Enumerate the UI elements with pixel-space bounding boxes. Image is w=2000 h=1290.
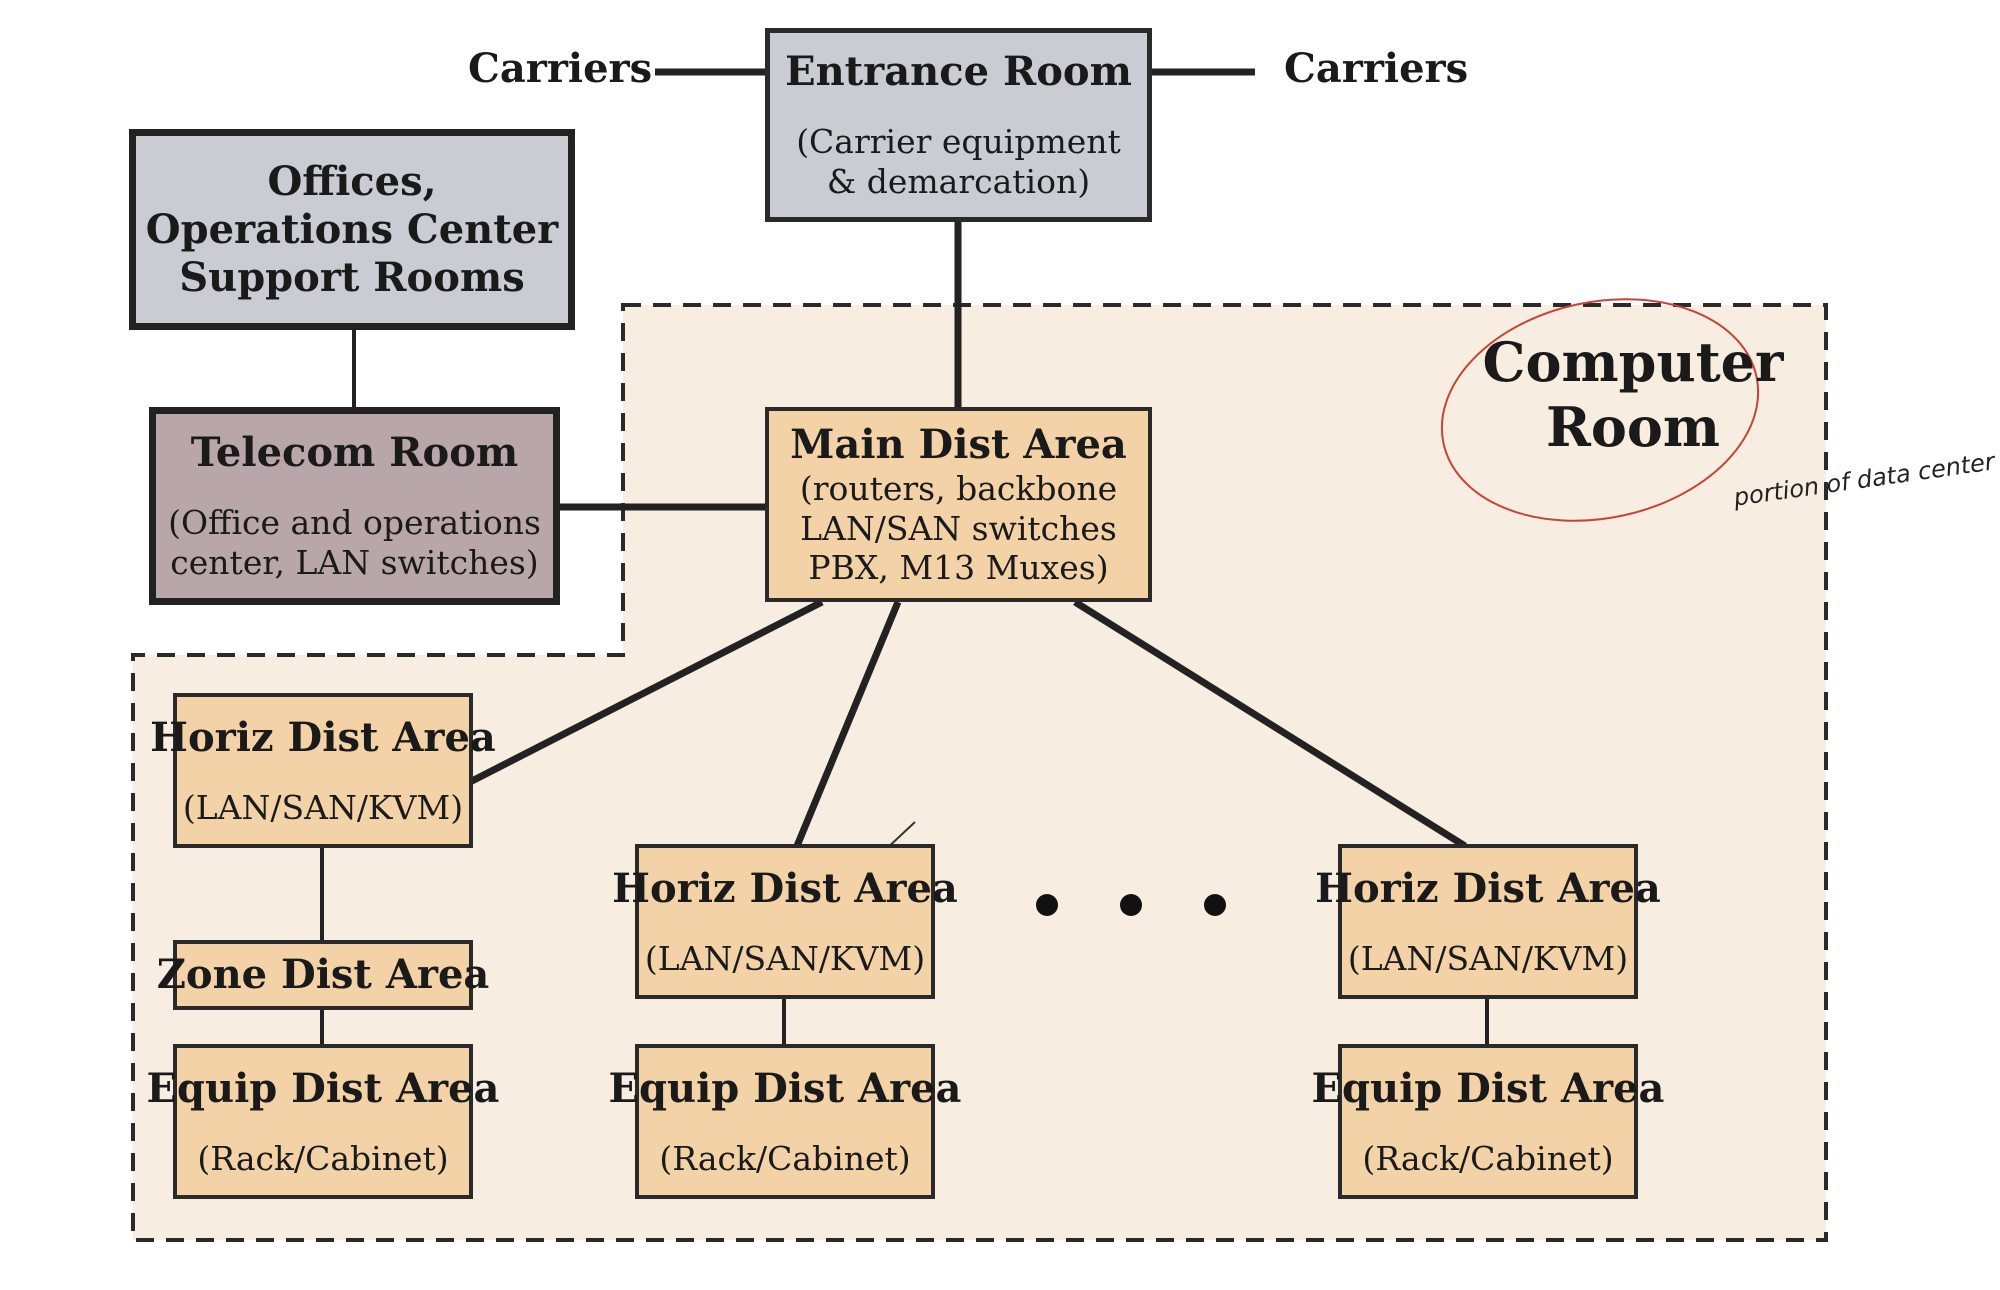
computer-room-annotation-circle	[1440, 298, 1760, 522]
horiz-dist-area-subtitle: (LAN/SAN/KVM)	[644, 938, 926, 978]
horiz-dist-area-subtitle: (LAN/SAN/KVM)	[1347, 938, 1629, 978]
telecom-room-title: Telecom Room	[190, 429, 519, 477]
entrance-room-subtitle: (Carrier equipment & demarcation)	[796, 122, 1121, 201]
carriers-label-left: Carriers	[468, 45, 653, 92]
ellipsis-dot	[1204, 894, 1226, 916]
equip-dist-area-title: Equip Dist Area	[146, 1064, 500, 1112]
main-dist-area-title: Main Dist Area	[790, 421, 1127, 469]
zone-dist-area-box: Zone Dist Area	[157, 940, 489, 1010]
entrance-room-title: Entrance Room	[785, 48, 1132, 96]
link-main-horiz-3	[1073, 599, 1467, 849]
ellipsis-dot	[1120, 894, 1142, 916]
equip-dist-area-title: Equip Dist Area	[608, 1064, 962, 1112]
link-main-horiz-2	[793, 600, 902, 848]
horiz-dist-area-title: Horiz Dist Area	[150, 713, 496, 761]
equip-dist-area-subtitle: (Rack/Cabinet)	[659, 1138, 911, 1178]
ellipsis-dot	[1036, 894, 1058, 916]
zone-dist-area-title: Zone Dist Area	[156, 951, 490, 998]
equip-dist-area-subtitle: (Rack/Cabinet)	[197, 1138, 449, 1178]
carriers-label-right: Carriers	[1284, 45, 1469, 92]
link-main-horiz-1	[468, 598, 824, 786]
computer-room-boundary	[131, 303, 1828, 1242]
telecom-room-subtitle: (Office and operations center, LAN switc…	[168, 503, 541, 582]
horiz-dist-area-title: Horiz Dist Area	[1315, 864, 1661, 912]
horiz-dist-area-box: Horiz Dist Area (LAN/SAN/KVM)	[612, 844, 958, 999]
equip-dist-area-title: Equip Dist Area	[1311, 1064, 1665, 1112]
offices-box: Offices, Operations Center Support Rooms	[129, 129, 575, 330]
offices-title: Offices, Operations Center Support Rooms	[145, 157, 559, 301]
horiz-dist-area-subtitle: (LAN/SAN/KVM)	[182, 787, 464, 827]
equip-dist-area-subtitle: (Rack/Cabinet)	[1362, 1138, 1614, 1178]
horiz-dist-area-box: Horiz Dist Area (LAN/SAN/KVM)	[1315, 844, 1661, 999]
equip-dist-area-box: Equip Dist Area (Rack/Cabinet)	[147, 1044, 499, 1199]
telecom-room-box: Telecom Room (Office and operations cent…	[149, 407, 560, 605]
main-dist-area-subtitle: (routers, backbone LAN/SAN switches PBX,…	[799, 469, 1118, 588]
computer-room-title: Computer Room	[1482, 330, 1784, 459]
horiz-dist-area-title: Horiz Dist Area	[612, 864, 958, 912]
main-dist-area-box: Main Dist Area (routers, backbone LAN/SA…	[765, 407, 1152, 602]
horiz-dist-area-box: Horiz Dist Area (LAN/SAN/KVM)	[150, 693, 496, 848]
equip-dist-area-box: Equip Dist Area (Rack/Cabinet)	[1312, 1044, 1664, 1199]
equip-dist-area-box: Equip Dist Area (Rack/Cabinet)	[609, 1044, 961, 1199]
entrance-room-box: Entrance Room (Carrier equipment & demar…	[765, 28, 1152, 222]
